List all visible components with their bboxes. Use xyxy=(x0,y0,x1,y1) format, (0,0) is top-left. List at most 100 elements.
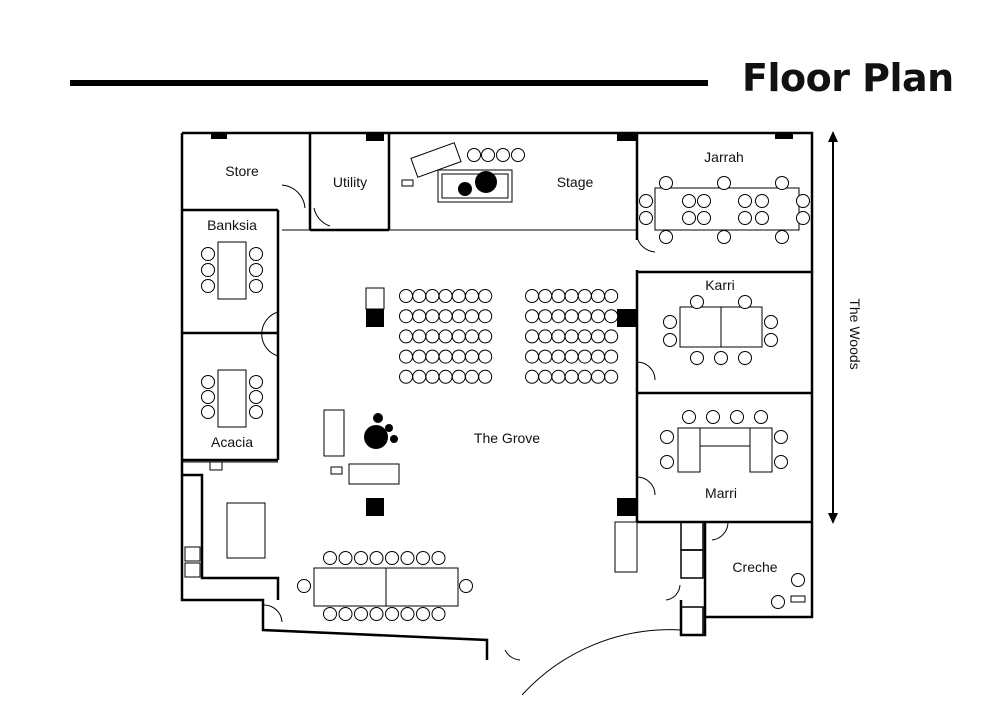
room-label-karri: Karri xyxy=(705,277,735,293)
chair xyxy=(465,289,479,303)
chair xyxy=(431,551,446,565)
chair xyxy=(249,390,263,404)
chair xyxy=(438,349,453,364)
chair xyxy=(754,410,768,424)
chair xyxy=(354,607,368,621)
chair xyxy=(551,289,566,303)
chair xyxy=(399,309,413,324)
chair xyxy=(738,351,752,365)
chair xyxy=(412,309,427,324)
chair xyxy=(399,289,413,303)
chair xyxy=(201,405,215,419)
chair xyxy=(478,309,493,324)
walls xyxy=(180,131,814,660)
chair xyxy=(604,289,619,303)
chair xyxy=(796,194,810,208)
chair xyxy=(538,289,553,303)
chair xyxy=(201,279,215,293)
chair xyxy=(412,349,427,364)
chair xyxy=(538,349,553,364)
chair xyxy=(249,247,263,261)
chair xyxy=(738,211,752,225)
chair xyxy=(551,329,566,344)
chair xyxy=(538,329,553,344)
chair xyxy=(564,369,579,384)
chair xyxy=(525,369,539,384)
chair xyxy=(604,329,619,344)
chair xyxy=(659,230,673,244)
chair xyxy=(323,607,337,621)
chair xyxy=(577,289,592,303)
chair xyxy=(425,309,440,324)
chair xyxy=(564,309,579,324)
chair xyxy=(478,289,493,303)
chair xyxy=(564,349,579,364)
chair xyxy=(385,607,399,621)
chair xyxy=(538,309,553,324)
chair xyxy=(639,211,653,225)
chair xyxy=(660,455,674,469)
room-label-utility: Utility xyxy=(333,174,367,190)
chair xyxy=(438,369,453,384)
chair xyxy=(249,375,263,389)
lounge-furniture xyxy=(323,409,400,485)
chair xyxy=(249,279,263,293)
pillars xyxy=(211,133,793,516)
chair xyxy=(338,551,353,565)
chair xyxy=(564,289,579,303)
chair xyxy=(690,295,704,309)
chair xyxy=(400,607,415,621)
chair xyxy=(604,309,619,324)
chair xyxy=(465,369,479,384)
chair xyxy=(438,309,453,324)
chair xyxy=(412,369,427,384)
chair xyxy=(591,289,605,303)
chair xyxy=(201,375,215,389)
chair xyxy=(604,369,619,384)
chair xyxy=(438,329,453,344)
chair xyxy=(564,329,579,344)
chair xyxy=(663,333,677,347)
chair xyxy=(338,607,353,621)
chair xyxy=(201,390,215,404)
chair xyxy=(690,351,704,365)
chair xyxy=(796,211,810,225)
chair xyxy=(451,369,466,384)
chair xyxy=(465,329,479,344)
chair xyxy=(591,349,605,364)
chair xyxy=(478,369,493,384)
chair xyxy=(764,315,778,329)
chair xyxy=(481,148,495,162)
chair xyxy=(525,329,539,344)
chair xyxy=(425,349,440,364)
chair xyxy=(369,607,384,621)
chair xyxy=(354,551,368,565)
chair xyxy=(591,309,605,324)
chair xyxy=(682,211,696,225)
chair xyxy=(738,295,752,309)
woods-arrow xyxy=(828,131,838,524)
chair xyxy=(774,430,788,444)
chair xyxy=(431,607,446,621)
chair xyxy=(425,369,440,384)
chair xyxy=(697,211,711,225)
chair xyxy=(577,329,592,344)
chair xyxy=(663,315,677,329)
chair xyxy=(451,309,466,324)
chair xyxy=(791,573,805,587)
room-label-acacia: Acacia xyxy=(211,434,253,450)
chair xyxy=(738,194,752,208)
side-label-woods: The Woods xyxy=(847,298,863,369)
chair xyxy=(682,194,696,208)
doors xyxy=(261,184,729,661)
grove-seating xyxy=(399,289,619,384)
chair xyxy=(399,329,413,344)
chair xyxy=(467,148,481,162)
chair xyxy=(412,329,427,344)
chair xyxy=(714,351,728,365)
chair xyxy=(771,595,785,609)
chair xyxy=(577,349,592,364)
chair xyxy=(551,369,566,384)
chair xyxy=(425,289,440,303)
page-title: Floor Plan xyxy=(742,56,954,100)
